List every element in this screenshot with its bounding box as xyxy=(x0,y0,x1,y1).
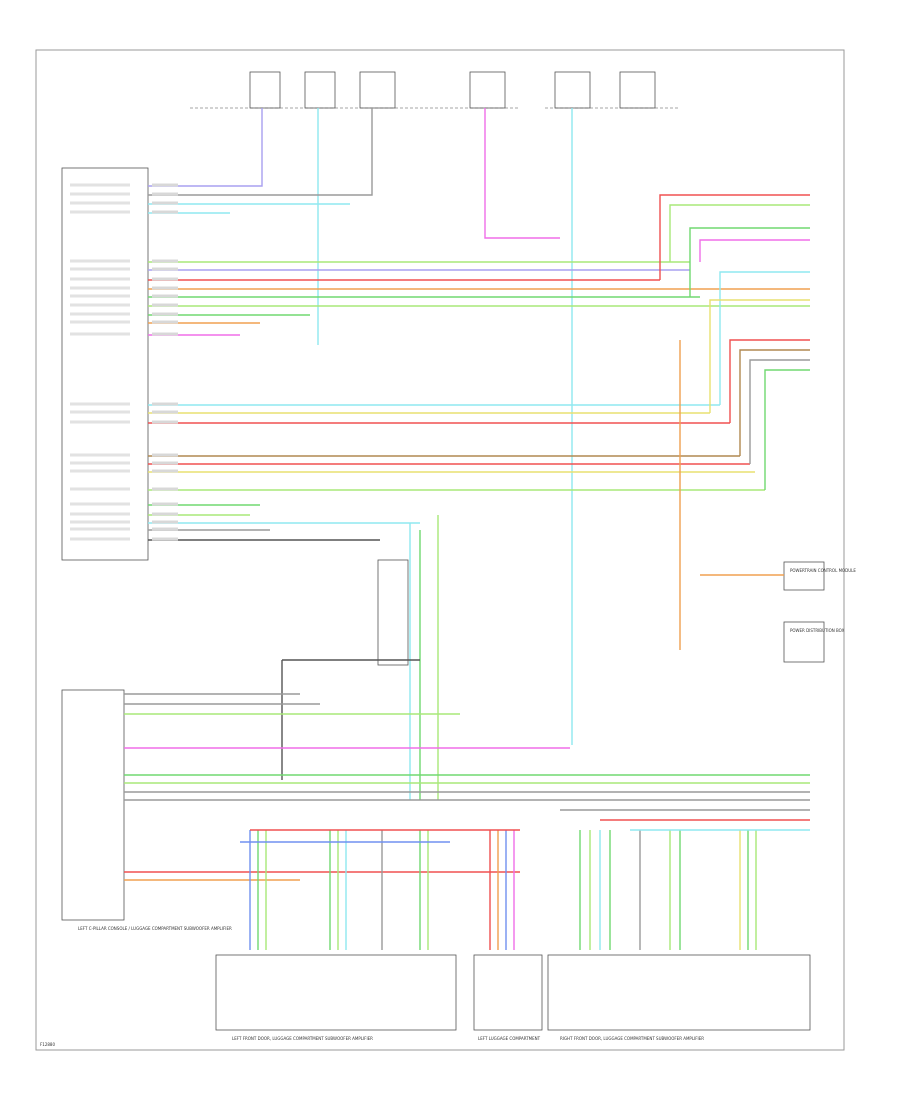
wire-feed-pink xyxy=(484,108,560,239)
pin-label-21 xyxy=(70,512,130,516)
label-bottom-right: RIGHT FRONT DOOR, LUGGAGE COMPARTMENT SU… xyxy=(560,1036,704,1041)
bottom-mid-component xyxy=(473,954,543,1031)
pin-label-20 xyxy=(70,502,130,506)
label-powertrain: POWERTRAIN CONTROL MODULE xyxy=(790,568,856,573)
pin-label-10 xyxy=(70,312,130,316)
wire-right-red xyxy=(729,339,810,423)
wire-tag-1 xyxy=(152,192,178,196)
wire-tag-6 xyxy=(152,277,178,281)
wire-tag-10 xyxy=(152,312,178,316)
diagram-frame xyxy=(35,49,845,1051)
text-ticks xyxy=(70,183,178,541)
wire-right-green xyxy=(764,369,810,490)
pin-label-5 xyxy=(70,267,130,271)
pin-label-9 xyxy=(70,303,130,307)
wire-tag-12 xyxy=(152,332,178,336)
pin-label-11 xyxy=(70,320,130,324)
bottom-right-component xyxy=(547,954,811,1031)
wire-tag-18 xyxy=(152,469,178,473)
wire-right-red-top xyxy=(659,194,810,280)
pin-label-1 xyxy=(70,192,130,196)
pin-label-13 xyxy=(70,402,130,406)
diagram-id: F12880 xyxy=(40,1042,55,1047)
label-bottom-mid: LEFT LUGGAGE COMPARTMENT xyxy=(478,1036,541,1041)
label-bottom-left: LEFT FRONT DOOR, LUGGAGE COMPARTMENT SUB… xyxy=(232,1036,373,1041)
pin-label-7 xyxy=(70,286,130,290)
pin-label-23 xyxy=(70,527,130,531)
pin-label-19 xyxy=(70,487,130,491)
pin-label-2 xyxy=(70,201,130,205)
wire-group xyxy=(124,108,810,950)
bottom-left-component xyxy=(215,954,457,1031)
pin-label-22 xyxy=(70,520,130,524)
wire-tag-2 xyxy=(152,201,178,205)
distribution-box xyxy=(783,621,825,663)
pin-label-3 xyxy=(70,210,130,214)
pin-label-14 xyxy=(70,410,130,414)
wire-right-yellow xyxy=(709,299,810,413)
powertrain-module-box xyxy=(783,561,825,591)
pin-label-15 xyxy=(70,420,130,424)
pin-label-0 xyxy=(70,183,130,187)
pin-label-16 xyxy=(70,453,130,457)
wire-tag-5 xyxy=(152,267,178,271)
pin-label-4 xyxy=(70,259,130,263)
wire-tag-17 xyxy=(152,461,178,465)
wire-radio-feed-violet xyxy=(148,108,263,187)
subwoofer-amplifier-box xyxy=(61,689,125,921)
wire-tag-4 xyxy=(152,259,178,263)
wire-tag-0 xyxy=(152,183,178,187)
fuse-panel-top xyxy=(190,71,680,109)
label-distribution: POWER DISTRIBUTION BOX xyxy=(790,628,845,633)
pin-label-17 xyxy=(70,461,130,465)
wire-right-brown xyxy=(739,349,810,456)
wire-tag-11 xyxy=(152,320,178,324)
wire-tag-3 xyxy=(152,210,178,214)
wire-right-green-top xyxy=(689,227,810,297)
wire-tag-16 xyxy=(152,453,178,457)
audio-unit-box xyxy=(61,167,149,561)
wire-tag-15 xyxy=(152,420,178,424)
pin-label-12 xyxy=(70,332,130,336)
wire-tag-21 xyxy=(152,512,178,516)
wire-right-lg-top xyxy=(669,204,810,262)
wire-tag-8 xyxy=(152,294,178,298)
wire-tag-7 xyxy=(152,286,178,290)
wire-tag-24 xyxy=(152,537,178,541)
wire-tag-22 xyxy=(152,520,178,524)
wire-tag-14 xyxy=(152,410,178,414)
wire-tag-9 xyxy=(152,303,178,307)
pin-label-6 xyxy=(70,277,130,281)
wire-tag-19 xyxy=(152,487,178,491)
wire-right-cyan xyxy=(719,271,810,405)
wire-tag-13 xyxy=(152,402,178,406)
label-left-amplifier: LEFT C-PILLAR CONSOLE / LUGGAGE COMPARTM… xyxy=(78,926,232,931)
wire-right-pink-top xyxy=(699,239,810,262)
wire-right-gray xyxy=(749,359,810,464)
wire-tag-20 xyxy=(152,502,178,506)
junction-connector-box xyxy=(377,559,409,666)
wire-feed-gray-1 xyxy=(148,108,373,196)
wire-tag-23 xyxy=(152,527,178,531)
pin-label-8 xyxy=(70,294,130,298)
pin-label-18 xyxy=(70,469,130,473)
pin-label-24 xyxy=(70,537,130,541)
